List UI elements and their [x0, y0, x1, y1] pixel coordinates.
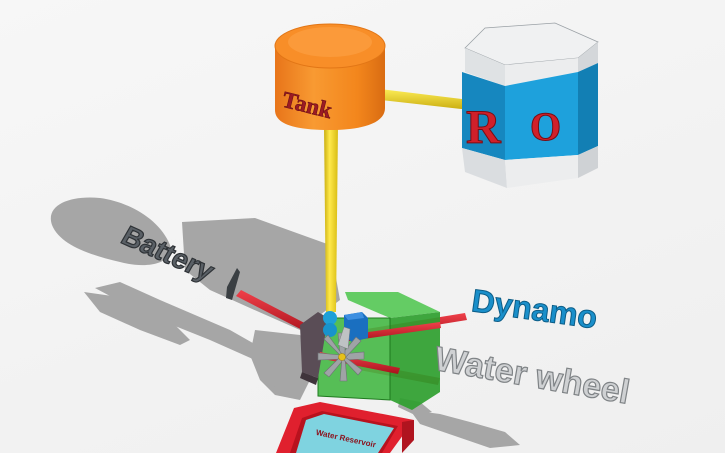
pipe-tank-to-ro[interactable]	[372, 88, 470, 110]
ro-filter-unit[interactable]: R O	[462, 22, 599, 188]
ro-label-r: R	[466, 101, 502, 154]
pipe-tank-to-generator[interactable]	[324, 125, 338, 312]
dynamo-object[interactable]: Dynamo	[469, 282, 600, 336]
ground-shadows	[50, 197, 520, 448]
tank-cylinder[interactable]: Tank	[274, 23, 386, 130]
dynamo-block[interactable]	[323, 311, 368, 342]
water-wheel[interactable]	[317, 326, 365, 382]
dynamo-label: Dynamo	[470, 282, 600, 335]
wire-battery[interactable]	[236, 290, 318, 336]
water-wheel-label: Water wheel	[432, 340, 633, 412]
water-wheel-object[interactable]: Water wheel	[431, 339, 633, 412]
water-reservoir[interactable]: Water Reservoir	[276, 402, 414, 453]
ro-label-o: O	[530, 104, 561, 149]
